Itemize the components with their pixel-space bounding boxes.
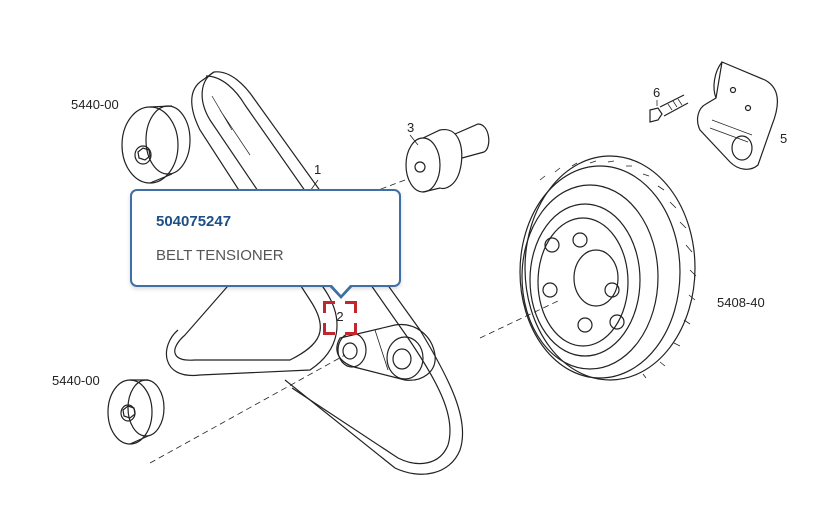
callout-tensioner: 2 [336, 309, 344, 324]
part-description: BELT TENSIONER [156, 247, 284, 264]
callout-crank-pulley[interactable]: 5408-40 [717, 295, 765, 310]
hotspot-corner [323, 301, 335, 313]
mounting-bracket[interactable] [696, 61, 778, 170]
hotspot-corner [323, 323, 335, 335]
idler-pulley-top[interactable] [121, 105, 191, 184]
callout-bracket[interactable]: 5 [780, 131, 788, 146]
part-number-link[interactable]: 504075247 [156, 213, 232, 230]
tooltip-box: 504075247 BELT TENSIONER [130, 189, 401, 287]
hotspot-corner [345, 301, 357, 313]
callout-pulley-bottom[interactable]: 5440-00 [52, 373, 100, 388]
idler-roller[interactable] [405, 123, 490, 193]
callout-idler[interactable]: 3 [407, 120, 415, 135]
callout-belt[interactable]: 1 [314, 162, 322, 177]
bolt[interactable] [649, 94, 689, 123]
hotspot-corner [345, 323, 357, 335]
crank-pulley[interactable] [519, 155, 697, 381]
callout-pulley-top[interactable]: 5440-00 [71, 97, 119, 112]
tooltip-arrow-fill [331, 284, 351, 295]
callout-bolt[interactable]: 6 [653, 85, 661, 100]
idler-pulley-bottom[interactable] [107, 379, 165, 445]
hotspot-tensioner[interactable]: 2 [323, 301, 357, 335]
part-tooltip: 504075247 BELT TENSIONER [130, 189, 401, 299]
axis-line [149, 354, 346, 464]
